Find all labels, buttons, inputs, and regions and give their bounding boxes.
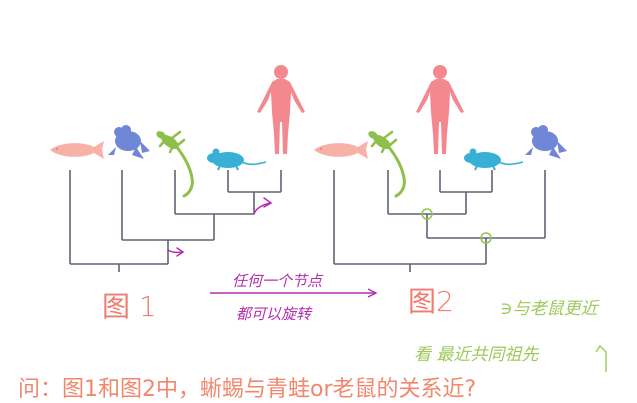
lizard-icon <box>153 127 194 198</box>
green-note-line2: 看 最近共同祖先 <box>414 345 539 365</box>
rotation-arrow <box>210 288 378 298</box>
frog-icon <box>525 125 567 159</box>
frog-icon <box>108 125 150 159</box>
fish-icon <box>314 141 368 159</box>
rotate-arrows-left <box>167 197 273 257</box>
human-icon <box>416 65 464 154</box>
mouse-icon <box>206 147 267 171</box>
figure-2-label: 图2 <box>408 285 454 318</box>
green-note-line1: ∋与老鼠更近 <box>500 299 598 319</box>
rotate-note-line1: 任何一个节点 <box>232 272 323 290</box>
fish-icon <box>50 141 104 159</box>
rotate-note-line2: 都可以旋转 <box>236 305 312 323</box>
tree-left <box>69 170 282 272</box>
tree-right <box>333 170 546 272</box>
question-text: 问：图1和图2中，蜥蜴与青蛙or老鼠的关系近? <box>18 377 477 402</box>
ancestor-markers <box>421 208 492 244</box>
figure-1-label: 图 1 <box>102 290 157 323</box>
mouse-icon <box>463 147 524 171</box>
human-icon <box>257 65 305 154</box>
lizard-icon <box>365 127 406 198</box>
green-bracket <box>595 344 607 372</box>
